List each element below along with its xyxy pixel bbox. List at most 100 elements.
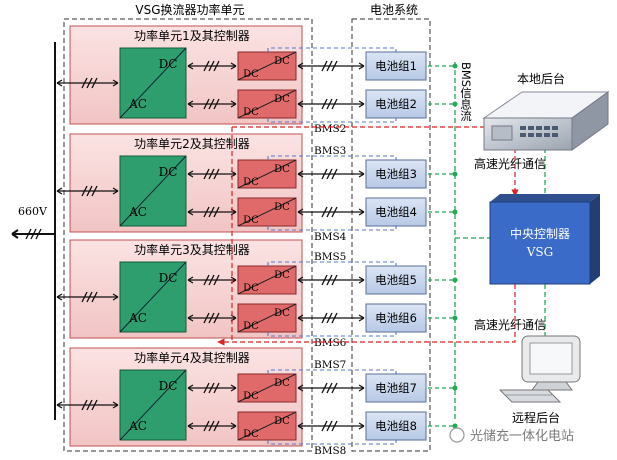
dc-link-slash-icon	[203, 274, 220, 286]
battery-link-arrow	[297, 62, 365, 70]
battery-pack: 电池组7	[365, 373, 427, 403]
ac-link-arrow	[56, 293, 119, 301]
bms-loop	[267, 47, 397, 52]
bms-junction	[452, 209, 458, 215]
dc-label: DC	[243, 429, 259, 440]
battery-label: 电池组3	[375, 167, 417, 181]
battery-pack: 电池组1	[365, 51, 427, 81]
battery-label: 电池组8	[375, 419, 417, 433]
dc-label: DC	[243, 69, 259, 80]
voltage-label: 660V	[18, 205, 48, 218]
dc-label: DC	[243, 215, 259, 226]
dcdc-converter: DC DC	[237, 373, 297, 403]
central-controller: 中央控制器 VSG	[489, 194, 600, 285]
feeder-arrow-icon	[11, 229, 19, 239]
battery-pack: 电池组3	[365, 159, 427, 189]
dc-label: DC	[274, 164, 290, 175]
dc-link-slash-icon	[203, 420, 220, 432]
vsg-group-title: VSG换流器功率单元	[135, 2, 244, 17]
ac-link-slash-icon	[81, 399, 98, 411]
battery-link-slash-icon	[321, 312, 338, 324]
local-backend-label: 本地后台	[517, 71, 565, 86]
battery-link-arrow	[297, 170, 365, 178]
fiber-comm-bottom-label: 高速光纤通信	[474, 317, 546, 332]
battery-label: 电池组4	[375, 205, 417, 219]
dc-link-slash-icon	[203, 168, 220, 180]
bms-loop	[267, 261, 397, 266]
dc-label: DC	[243, 391, 259, 402]
bms-label: BMS2	[314, 123, 346, 135]
power-unit-label: 功率单元4及其控制器	[134, 350, 250, 365]
fiber-comm-top-label: 高速光纤通信	[474, 156, 546, 171]
dc-label: DC	[159, 57, 178, 71]
dc-label: DC	[274, 378, 290, 389]
central-controller-sublabel: VSG	[526, 245, 553, 259]
bms-label: BMS6	[314, 337, 347, 349]
ac-link-arrow	[56, 187, 119, 195]
ac-link-arrow	[56, 79, 119, 87]
bms-label: BMS4	[314, 231, 347, 243]
battery-pack: 电池组4	[365, 197, 427, 227]
dc-label: DC	[159, 271, 178, 285]
computer-icon	[498, 335, 581, 403]
battery-pack: 电池组2	[365, 89, 427, 119]
dc-label: DC	[274, 56, 290, 67]
battery-label: 电池组1	[375, 59, 417, 73]
battery-link-slash-icon	[321, 98, 338, 110]
battery-link-slash-icon	[321, 60, 338, 72]
battery-label: 电池组7	[375, 381, 417, 395]
ac-link-slash-icon	[81, 185, 98, 197]
dc-label: DC	[243, 283, 259, 294]
battery-label: 电池组2	[375, 97, 417, 111]
ac-label: AC	[128, 97, 147, 111]
battery-system-frame	[351, 18, 431, 452]
power-unit-label: 功率单元1及其控制器	[134, 28, 250, 43]
power-units: 功率单元1及其控制器DCACDCDC电池组1DCDC电池组2BMS2功率单元2及…	[56, 25, 458, 457]
battery-pack: 电池组6	[365, 303, 427, 333]
dc-link-slash-icon	[203, 60, 220, 72]
bms-junction	[452, 423, 458, 429]
ac-link-slash-icon	[81, 77, 98, 89]
dc-label: DC	[243, 321, 259, 332]
dc-label: DC	[159, 165, 178, 179]
battery-link-arrow	[297, 100, 365, 108]
dc-link-slash-icon	[203, 98, 220, 110]
battery-pack: 电池组5	[365, 265, 427, 295]
dc-label: DC	[274, 270, 290, 281]
remote-backend-label: 远程后台	[512, 410, 560, 425]
battery-system-title: 电池系统	[370, 3, 418, 17]
dcdc-converter: DC DC	[237, 51, 297, 81]
dc-link-slash-icon	[203, 206, 220, 218]
dc-link-slash-icon	[203, 312, 220, 324]
vsg-group-frame	[63, 18, 313, 452]
bms-label: BMS5	[314, 251, 346, 263]
bms-loop	[267, 332, 397, 337]
bms-loop	[267, 369, 397, 374]
ac-link-slash-icon	[81, 291, 98, 303]
watermark-text: 光储充一体化电站	[470, 428, 574, 444]
battery-link-slash-icon	[321, 382, 338, 394]
battery-link-arrow	[297, 314, 365, 322]
dcdc-converter: DC DC	[237, 265, 297, 295]
battery-link-slash-icon	[321, 206, 338, 218]
bms-loop	[267, 118, 397, 123]
dc-label: DC	[243, 107, 259, 118]
bms-label: BMS3	[314, 145, 346, 157]
dc-link-slash-icon	[203, 382, 220, 394]
power-unit-label: 功率单元2及其控制器	[134, 136, 250, 151]
ac-link-arrow	[56, 401, 119, 409]
battery-link-slash-icon	[321, 420, 338, 432]
bms-info-flow-label: BMS信息流	[459, 62, 473, 122]
server-icon	[482, 91, 610, 151]
ac-label: AC	[128, 205, 147, 219]
